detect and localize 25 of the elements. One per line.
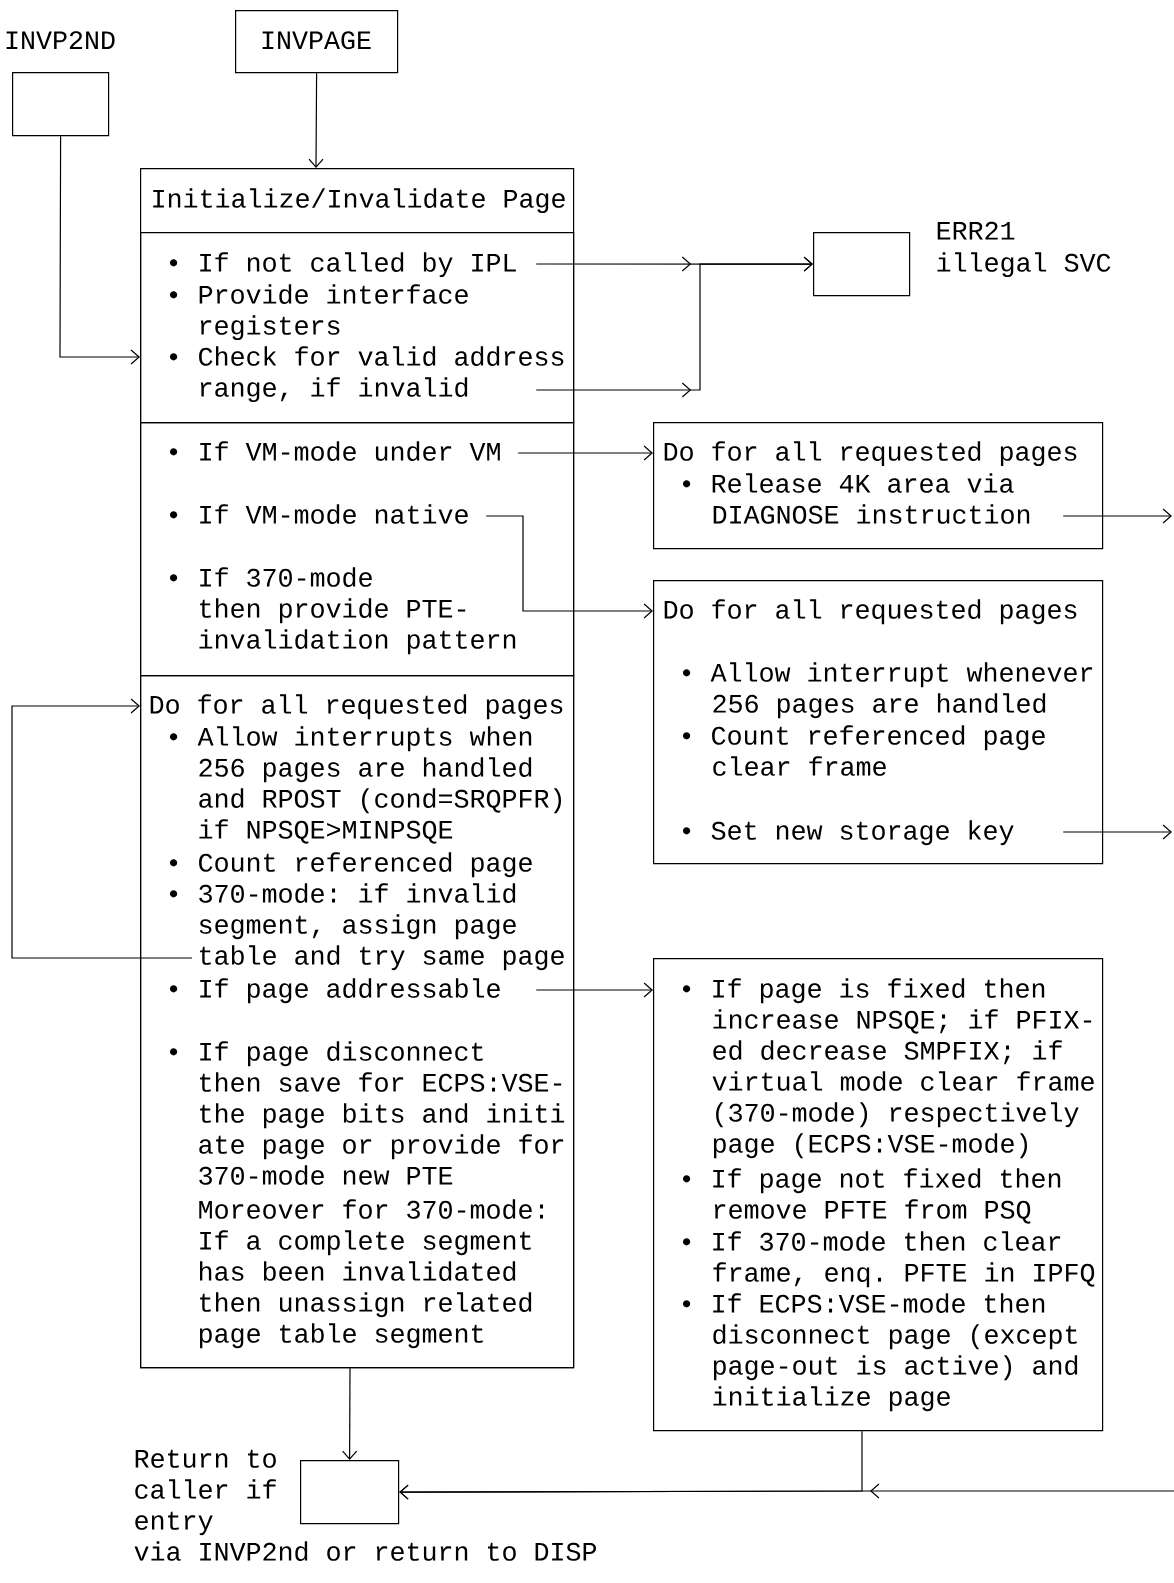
process-box: Do for all requested pages • Allow interrupt whenever 256 pages are handled • Count referenced page clear frame • Set new storage key <box>653 580 1104 865</box>
arrow <box>308 72 324 168</box>
process-section: • If VM-mode under VM • If VM-mode native • If 370-mode then provide PTE- invalidation pattern <box>140 422 575 677</box>
node-caption: via INVP2nd or return to DISP <box>134 1541 597 1561</box>
process-box: • If page is fixed then increase NPSQE; if PFIX- ed decrease SMPFIX; if virtual mode clear frame (370-mode) respectively page (ECPS:VSE-mode) • If page not fixed then remove PFTE from PSQ • If 370-mode then clear frame, enq. PFTE in IPFQ • If ECPS:VSE-mode then disconnect page (except page-out is active) and initialize page <box>653 958 1104 1432</box>
return-box <box>300 1460 400 1525</box>
arrow <box>1062 508 1172 524</box>
arrow <box>535 256 813 398</box>
process-box: Do for all requested pages • Release 4K area via DIAGNOSE instruction <box>653 422 1104 550</box>
process-section: • If not called by IPL • Provide interface registers • Check for valid address range, if invalid <box>140 232 575 424</box>
target-box <box>813 232 911 297</box>
node-label: INVP2ND <box>6 31 115 49</box>
node-caption: ERR21 <box>937 221 1015 240</box>
arrow <box>11 698 193 959</box>
entry-box: INVPAGE <box>235 10 399 74</box>
arrow <box>399 1483 1174 1500</box>
arrow <box>1062 824 1172 840</box>
process-section: Do for all requested pages • Allow interrupts when 256 pages are handled and RPOST (cond=SRQPFR) if NPSQE>MINPSQE • Count referenced page • 370-mode: if invalid segment, assign page table and try same page • If page addressable • If page disconnect then save for ECPS:VSE- the page bits and initi ate page or provide for 370-mode new PTE Moreover for 370-mode: If a complete segment has been invalidated then unassign related page table segment <box>140 675 575 1369</box>
node-caption: illegal SVC <box>937 252 1111 278</box>
arrow <box>59 135 140 365</box>
entry-box: INVP2ND <box>6 31 115 137</box>
arrow <box>517 445 653 461</box>
arrow <box>342 1367 358 1460</box>
arrow <box>535 982 653 998</box>
arrow <box>485 515 653 619</box>
